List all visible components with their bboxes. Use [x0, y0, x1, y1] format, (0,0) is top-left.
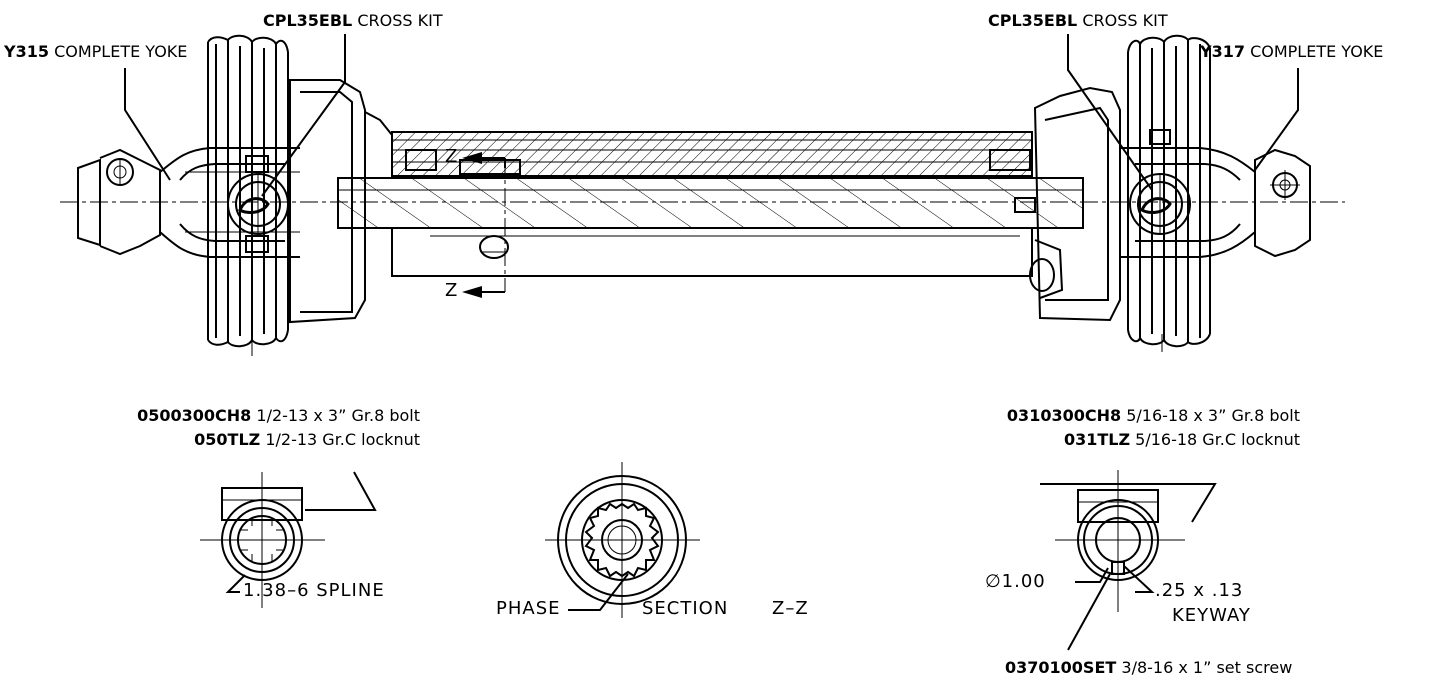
yoke-left-code: Y315	[4, 42, 49, 61]
keyway-end-view	[1040, 470, 1217, 651]
locknut-right-code: 031TLZ	[1063, 430, 1131, 449]
bolt-right-code: 0310300CH8	[1006, 406, 1122, 425]
set-screw-label: 0370100SET 3/8-16 x 1” set screw	[1005, 658, 1292, 677]
section-mark-top: Z	[445, 146, 459, 167]
bolt-right-text: 5/16-18 x 3” Gr.8 bolt	[1126, 406, 1300, 425]
bolt-right-label: 0310300CH8 5/16-18 x 3” Gr.8 bolt	[1007, 406, 1300, 425]
section-mark-bottom: Z	[445, 280, 459, 301]
yoke-left-text: COMPLETE YOKE	[54, 42, 188, 61]
section-title: SECTION	[642, 598, 729, 619]
set-screw-code: 0370100SET	[1005, 658, 1117, 677]
phase-callout: PHASE	[496, 598, 561, 619]
right-yoke-assembly	[1029, 34, 1311, 356]
cross-kit-right-label: CPL35EBL CROSS KIT	[988, 11, 1168, 30]
cross-kit-left-code: CPL35EBL	[263, 11, 353, 30]
cross-kit-left-label: CPL35EBL CROSS KIT	[263, 11, 443, 30]
yoke-right-label: Y317 COMPLETE YOKE	[1200, 42, 1383, 61]
leader-lines	[124, 34, 1299, 197]
section-id: Z–Z	[772, 598, 809, 619]
diameter-callout: ∅1.00	[985, 571, 1046, 592]
locknut-left-text: 1/2-13 Gr.C locknut	[265, 430, 420, 449]
yoke-right-text: COMPLETE YOKE	[1250, 42, 1384, 61]
keyway-callout: KEYWAY	[1172, 605, 1251, 626]
yoke-right-code: Y317	[1200, 42, 1245, 61]
bolt-left-text: 1/2-13 x 3” Gr.8 bolt	[256, 406, 420, 425]
locknut-left-label: 050TLZ 1/2-13 Gr.C locknut	[194, 430, 420, 449]
spline-end-view	[200, 471, 377, 608]
left-yoke-assembly	[77, 34, 393, 356]
cross-kit-right-code: CPL35EBL	[988, 11, 1078, 30]
bolt-left-code: 0500300CH8	[137, 406, 252, 425]
locknut-right-label: 031TLZ 5/16-18 Gr.C locknut	[1064, 430, 1300, 449]
section-zz-view	[545, 462, 700, 618]
yoke-left-label: Y315 COMPLETE YOKE	[4, 42, 187, 61]
cross-kit-left-text: CROSS KIT	[357, 11, 443, 30]
locknut-left-code: 050TLZ	[194, 430, 261, 449]
telescoping-tubes	[337, 131, 1084, 277]
bolt-left-label: 0500300CH8 1/2-13 x 3” Gr.8 bolt	[137, 406, 420, 425]
spline-callout: 1.38–6 SPLINE	[243, 580, 385, 601]
keyway-size-callout: .25 x .13	[1155, 580, 1244, 601]
cross-kit-right-text: CROSS KIT	[1082, 11, 1168, 30]
set-screw-text: 3/8-16 x 1” set screw	[1121, 658, 1293, 677]
locknut-right-text: 5/16-18 Gr.C locknut	[1135, 430, 1300, 449]
section-cut-line	[462, 152, 506, 298]
